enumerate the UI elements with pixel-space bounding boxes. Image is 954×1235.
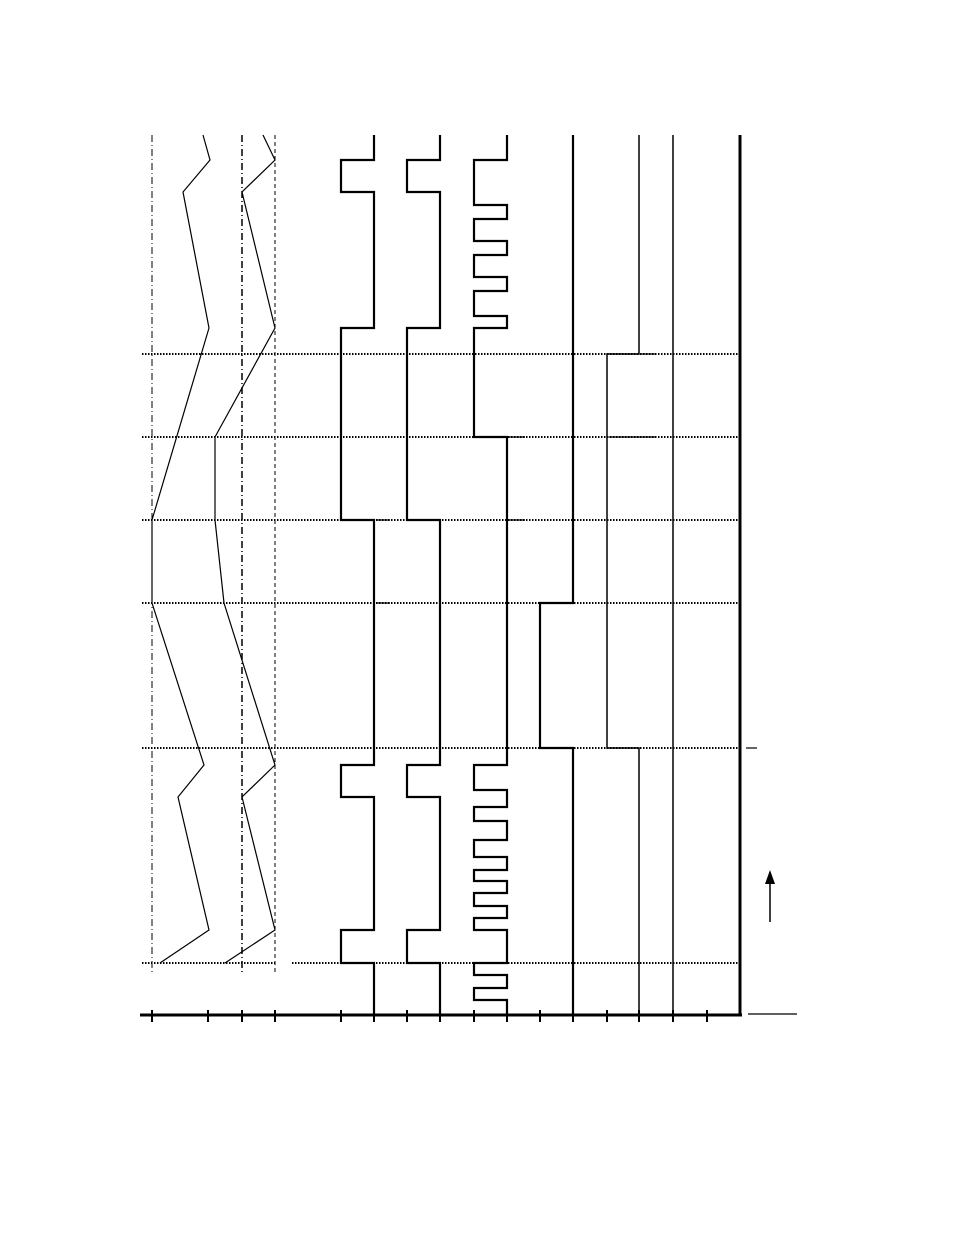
transition-marks [376,354,656,603]
digital-trace-3 [474,135,507,1015]
reference-lines [152,135,275,975]
baseline-axis [140,1010,742,1022]
digital-trace-2 [407,135,440,1015]
analog-trace-2 [215,135,275,963]
digital-trace-5 [607,135,639,1015]
annotation-marks [746,748,797,1014]
analog-traces [152,135,275,963]
arrow-head-icon [765,870,775,884]
analog-trace-1 [152,135,210,963]
digital-trace-4 [540,135,573,1015]
digital-trace-1 [341,135,374,1015]
digital-traces [341,135,740,1015]
